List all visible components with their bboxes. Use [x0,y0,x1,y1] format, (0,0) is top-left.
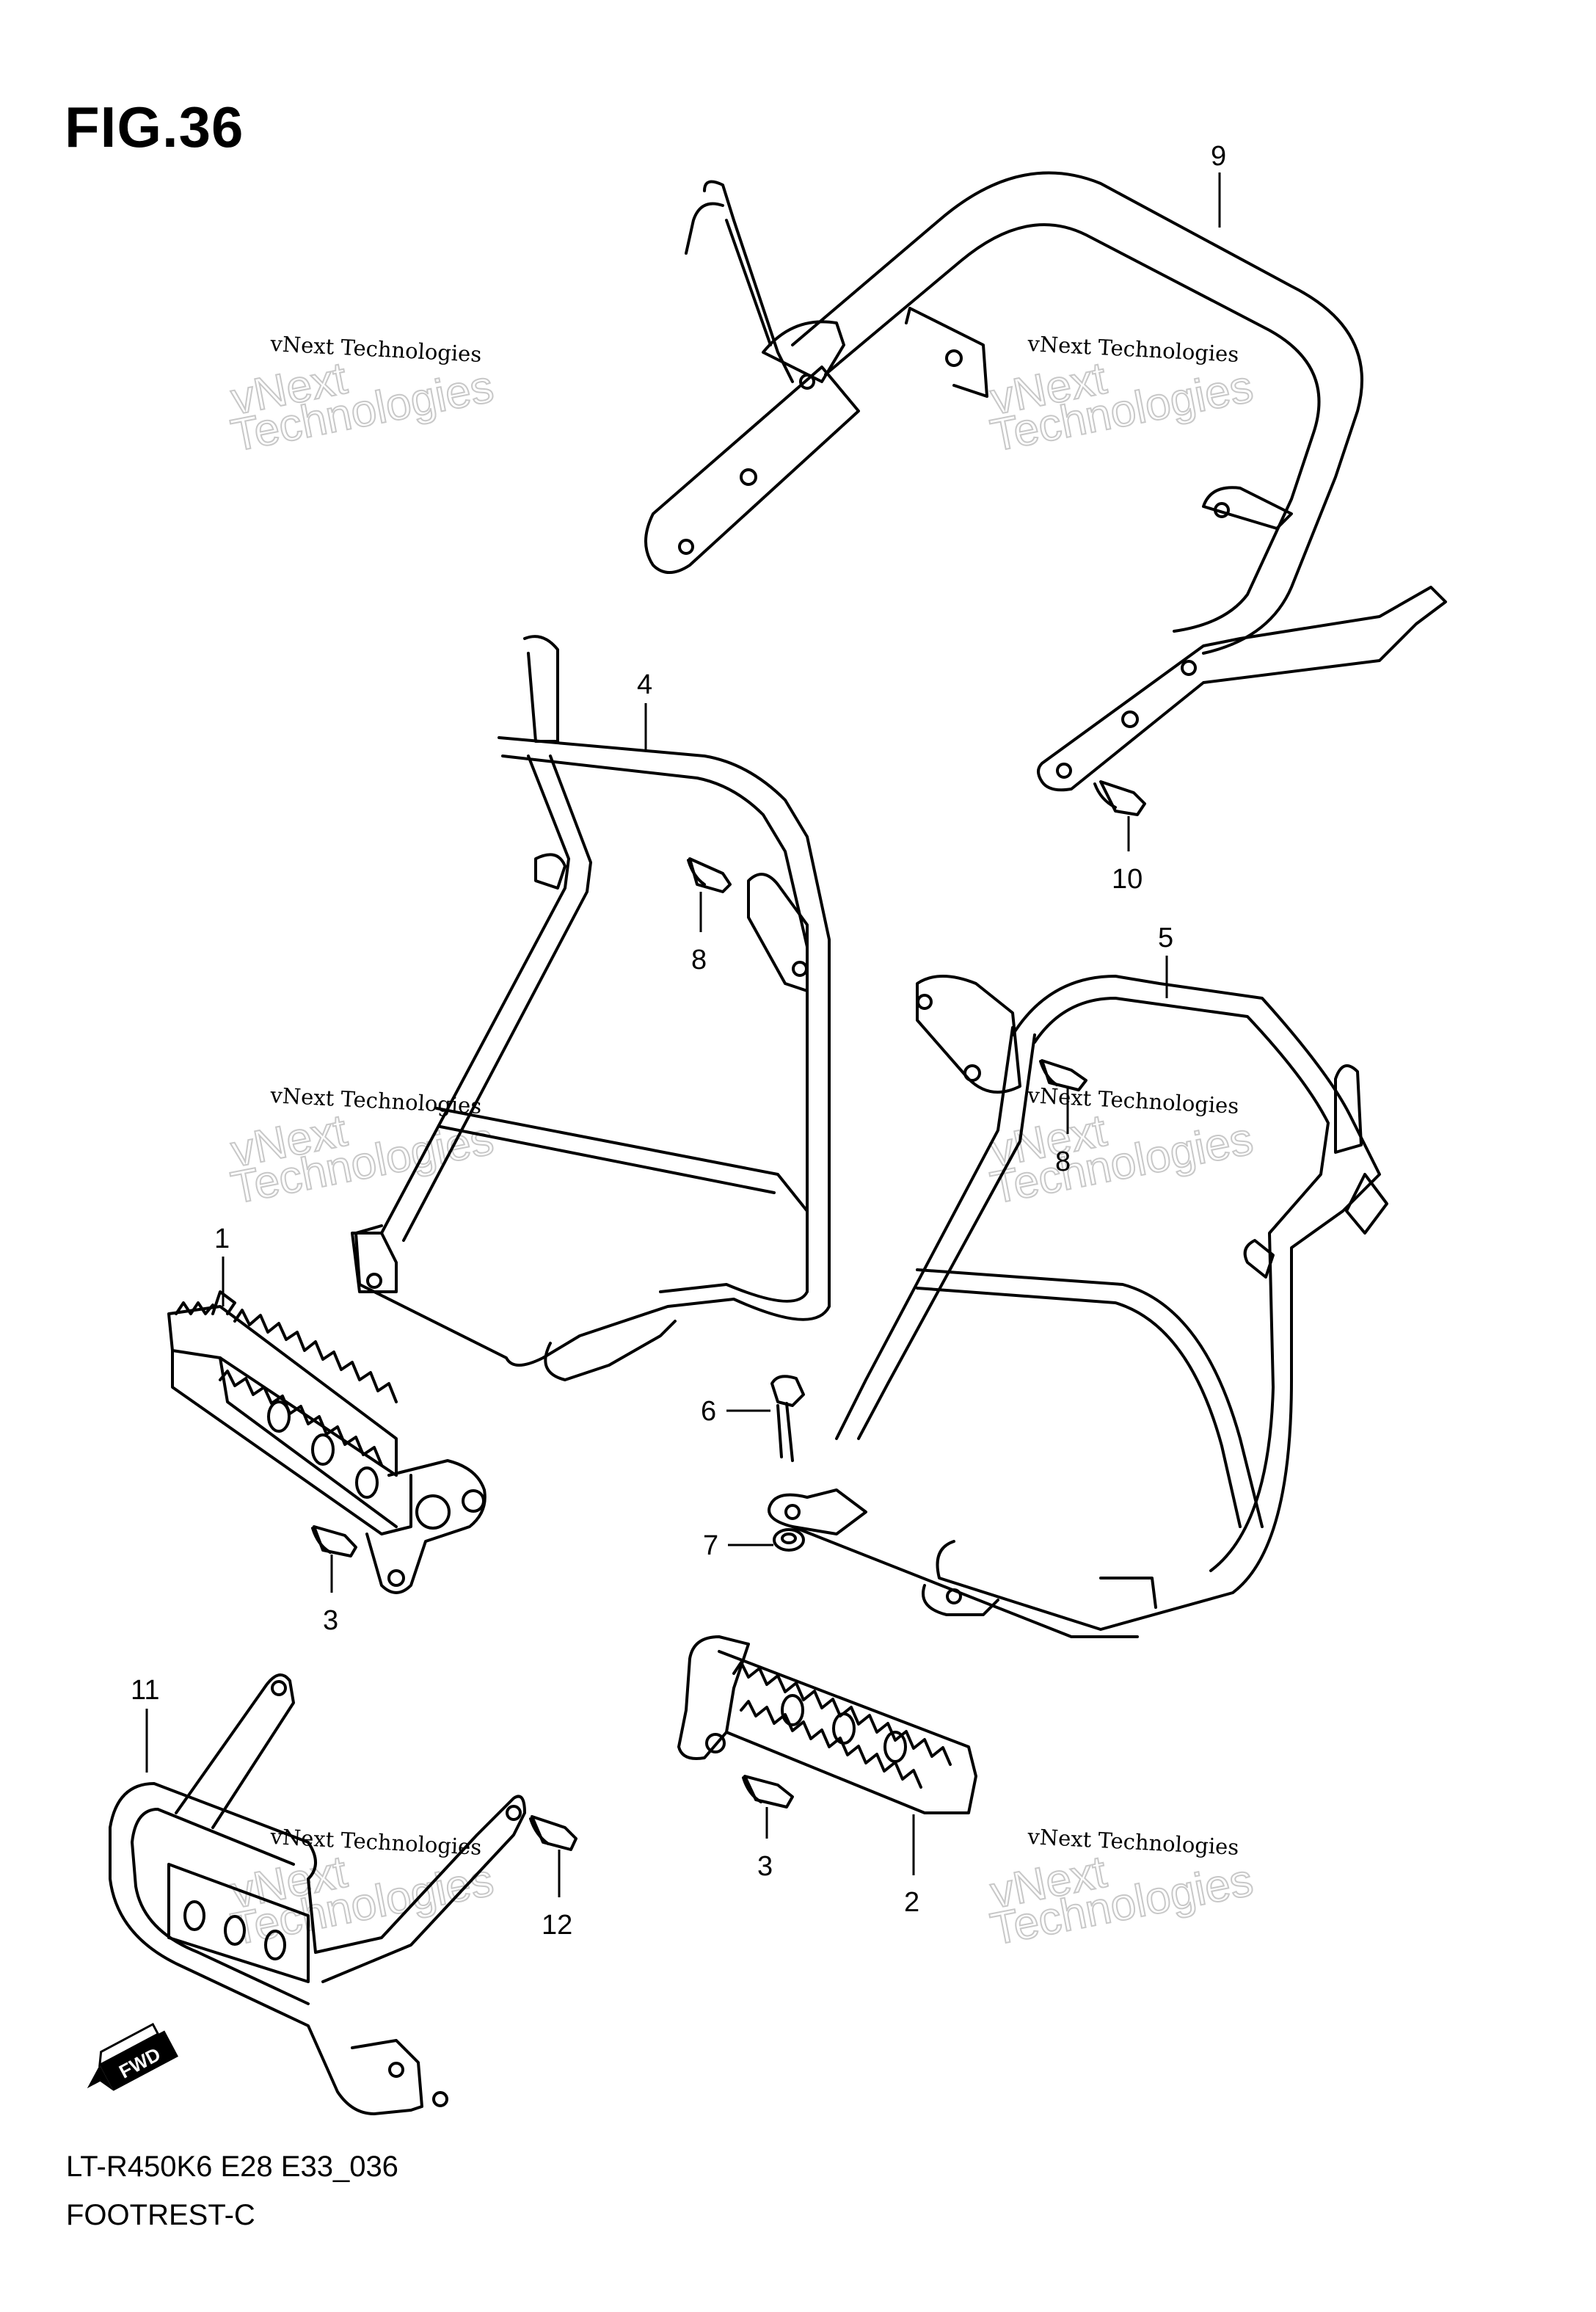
watermark-group-6: vNext Technologies vNext Technologies [986,1824,1258,1956]
callout-9: 9 [1211,141,1226,172]
part-7-nut [773,1528,805,1552]
part-1-left-footpeg [167,1290,487,1594]
part-5-right-frame [768,975,1388,1638]
fwd-arrow-icon: FWD [87,2022,178,2091]
model-code: LT-R450K6 E28 E33_036 [66,2151,398,2183]
callout-10: 10 [1112,864,1143,895]
callout-6: 6 [701,1396,716,1427]
figure-title: FIG.36 [65,95,244,159]
section-name: FOOTREST-C [66,2199,255,2231]
part-9-rear-guard [644,171,1447,792]
watermark-group-3: vNext Technologies vNext Technologies [227,1083,498,1215]
part-8-bolt-right [1039,1059,1087,1091]
callout-11: 11 [131,1675,159,1706]
part-3-bolt-left [311,1525,357,1557]
part-6-bolt [770,1375,805,1462]
callout-1: 1 [214,1224,230,1254]
part-10-bolt [1093,780,1146,816]
callout-7: 7 [703,1530,718,1561]
watermark-group-1: vNext Technologies vNext Technologies [227,331,498,462]
callout-3: 3 [757,1851,773,1882]
part-2-right-footpeg [677,1635,977,1814]
callout-8: 8 [1055,1146,1071,1177]
part-12-bolt [529,1815,577,1851]
callout-8: 8 [691,945,707,975]
callout-12: 12 [542,1910,572,1941]
callout-3: 3 [323,1605,338,1636]
part-11-front-guard [109,1673,526,2115]
callout-2: 2 [904,1887,919,1918]
callout-5: 5 [1158,923,1173,953]
watermark-group-2: vNext Technologies vNext Technologies [986,331,1258,462]
part-3-bolt-right [742,1775,794,1808]
watermark-group-4: vNext Technologies vNext Technologies [986,1083,1258,1215]
part-8-bolt-left [687,857,732,893]
callout-4: 4 [637,669,652,700]
part-4-left-frame [351,635,831,1381]
